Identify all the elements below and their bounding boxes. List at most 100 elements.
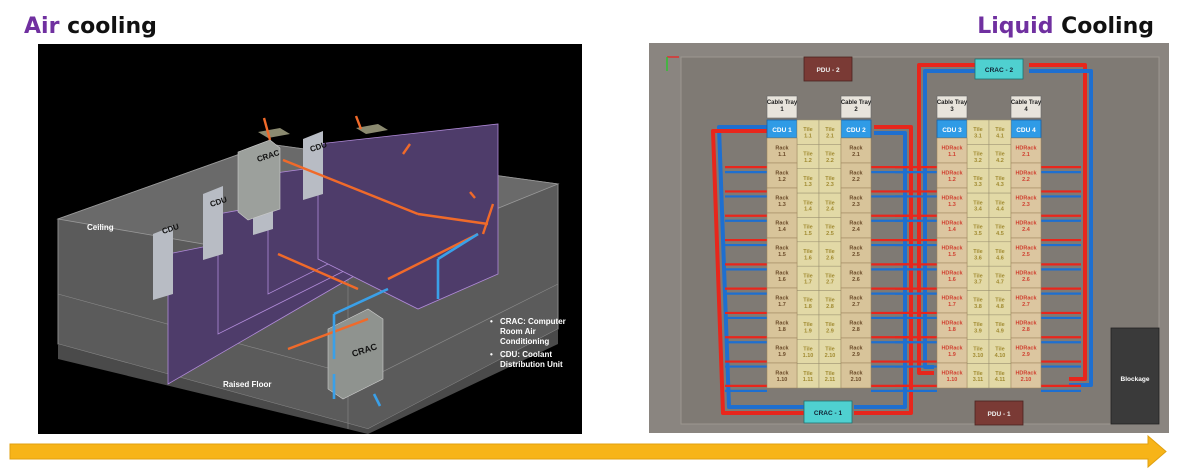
label-line: 1.8 [804,304,812,310]
label-line: Rack [775,221,789,227]
label-line: Tile [973,371,982,377]
label-line: HDRack [1015,296,1037,302]
label-line: HDRack [1015,221,1037,227]
label-line: Tile [803,127,812,133]
label-line: Tile [995,273,1004,279]
hot-air-arrows [262,115,495,351]
floor-line [367,283,559,380]
label-line: HDRack [1015,196,1037,202]
cold-air-arrow [437,232,479,261]
label-line: Tile [973,225,982,231]
label-line: 1.10 [947,377,958,383]
label-line: 1 [780,107,784,113]
label-line: 2.7 [826,280,834,286]
ceiling-label: Ceiling [87,223,114,232]
label-line: Tile [803,322,812,328]
label-line: Tile [803,298,812,304]
cdu-box-label: CDU 1 [772,127,792,134]
label-line: 4.1 [996,134,1004,140]
label-line: Tile [973,322,982,328]
crac-box [803,400,853,424]
label-line: 3.5 [974,231,982,237]
label-line: 2.6 [852,277,860,283]
hot-air-arrow [387,232,479,281]
rack-cell [766,362,798,389]
label-line: Tile [825,346,834,352]
label-line: 2.9 [826,328,834,334]
label-line: 4.2 [996,158,1004,164]
hot-air-arrow [402,143,411,155]
label-line: 2.2 [826,158,834,164]
rack-cell [766,187,798,214]
label-line: 3.3 [974,182,982,188]
label-line: 1.9 [948,352,956,358]
rack-cell [936,137,968,164]
label-line: Tile [995,225,1004,231]
label-line: 1.2 [778,177,786,183]
label-line: Tile [995,176,1004,182]
label-line: Tile [825,298,834,304]
liquid-title-accent: Liquid [977,14,1054,39]
label-line: HDRack [1015,346,1037,352]
rack-cell [1010,362,1042,389]
label-line: HDRack [1015,371,1037,377]
rack-cell [766,337,798,364]
cdu-box-label: CDU 4 [1016,127,1036,134]
label-line: Rack [849,346,863,352]
label-line: 1.6 [804,255,812,261]
air-cooling-title: Air cooling [24,14,157,39]
label-line: Tile [825,152,834,158]
label-line: 2.2 [852,177,860,183]
crac-label: CRAC - 1 [814,410,843,417]
label-line: Tile [803,176,812,182]
label-line: Rack [849,171,863,177]
label-line: Rack [775,271,789,277]
label-line: Rack [849,246,863,252]
label-line: 1.1 [948,152,956,158]
label-line: Tile [803,346,812,352]
rack-cell [840,187,872,214]
pdu-label: PDU - 2 [816,67,840,74]
label-line: 2.9 [852,352,860,358]
label-line: 2.5 [852,252,860,258]
label-line: 1.3 [804,182,812,188]
hot-air-arrow [469,191,476,199]
label-line: 2.2 [1022,177,1030,183]
rack-cell [1010,337,1042,364]
label-line: Rack [775,246,789,252]
label-line: 3.6 [974,255,982,261]
label-line: Rack [775,321,789,327]
label-line: 2.3 [1022,202,1030,208]
rack-cell [936,162,968,189]
label-line: HDRack [941,146,963,152]
hot-pipe-loop [917,63,975,375]
label-line: 4.7 [996,280,1004,286]
label-line: 2.1 [852,152,860,158]
label-line: Rack [849,146,863,152]
air-cooling-scene: CDU CDU CDU CDU CRAC CRAC [56,115,560,434]
